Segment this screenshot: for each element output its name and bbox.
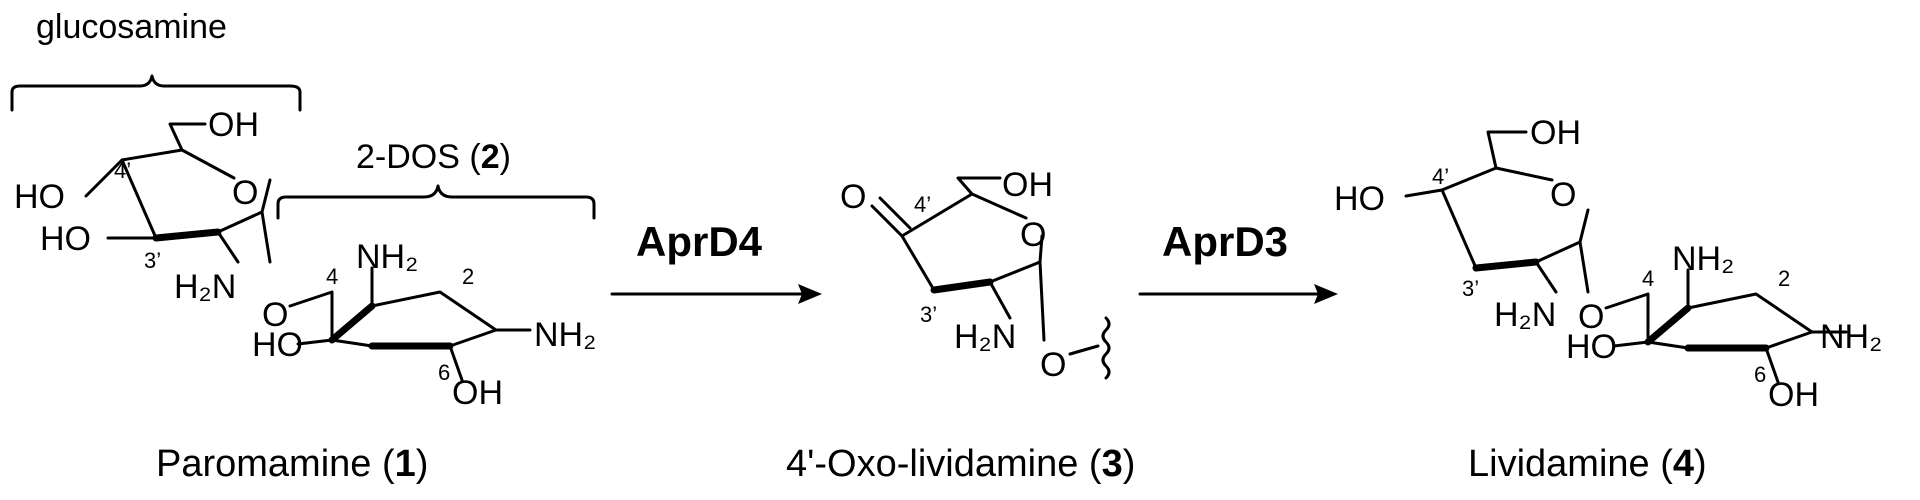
dos-ring-front-bond — [328, 302, 454, 350]
lividamine-position-6: 6 — [1754, 362, 1766, 387]
lividamine-nh2-right: NH₂ — [1820, 318, 1882, 356]
ketone-double-bond — [870, 196, 912, 238]
lividamine-nh2-top: NH₂ — [1672, 240, 1734, 278]
lividamine-dos-front-bond — [1644, 304, 1770, 352]
arrow-1-head — [798, 284, 822, 304]
lividamine-glycosidic-oxygen: O — [1578, 298, 1604, 336]
position-6: 6 — [438, 360, 450, 385]
dos-substituent-bonds — [296, 266, 532, 382]
compound-4-caption: Lividamine (4) — [1468, 443, 1707, 485]
reaction-arrow-2: AprD3 — [1138, 218, 1338, 304]
lividamine-ho-4prime: HO — [1334, 180, 1385, 218]
dos-oh-bottom: OH — [452, 374, 503, 412]
oxo-lividamine-structure: O OH O H₂N O 4’ 3’ 4'-Oxo-lividamine (3) — [786, 166, 1135, 485]
glucosamine-ho-4prime: HO — [14, 178, 65, 216]
oxo-position-3prime: 3’ — [920, 302, 937, 327]
glycosidic-oxygen: O — [262, 296, 288, 334]
compound-1-caption: Paromamine (1) — [156, 443, 428, 485]
dos-ring — [288, 290, 498, 348]
lividamine-dos-ring — [1604, 292, 1814, 350]
lividamine-sugar-substituent-bonds — [1404, 188, 1590, 294]
lividamine-oh-bottom: OH — [1768, 376, 1819, 414]
reaction-arrow-1: AprD4 — [610, 218, 822, 304]
dos-nh2-right: NH₂ — [534, 316, 596, 354]
position-2: 2 — [462, 264, 474, 289]
oxo-oh: OH — [1002, 166, 1053, 204]
lividamine-sugar-front-bond — [1472, 258, 1540, 272]
enzyme-aprd3-label: AprD3 — [1162, 218, 1288, 265]
position-4prime: 4’ — [114, 158, 131, 183]
glucosamine-label: glucosamine — [36, 8, 227, 46]
oxo-glycosidic-oxygen: O — [1040, 346, 1066, 384]
wavy-attachment-bond — [1101, 316, 1111, 380]
lividamine-position-2: 2 — [1778, 266, 1790, 291]
lividamine-oh-top: OH — [1530, 114, 1581, 152]
lividamine-position-4: 4 — [1642, 266, 1654, 291]
oxo-ring-front-bond — [930, 278, 994, 294]
oxo-h2n: H₂N — [954, 318, 1016, 356]
lividamine-ring-oxygen: O — [1550, 176, 1576, 214]
position-4: 4 — [326, 264, 338, 289]
lividamine-ho-left: HO — [1566, 328, 1617, 366]
oxo-substituent-bonds — [988, 260, 1100, 356]
lividamine-h2n: H₂N — [1494, 296, 1556, 334]
lividamine-position-4prime: 4’ — [1432, 164, 1449, 189]
glucosamine-ring-front-bond — [152, 228, 222, 242]
glucosamine-substituent-bonds — [84, 158, 272, 264]
arrow-2-head — [1314, 284, 1338, 304]
dos-ho-left: HO — [252, 326, 303, 364]
lividamine-dos-substituent-bonds — [1612, 268, 1848, 384]
dos-bracket — [276, 184, 596, 220]
position-3prime: 3’ — [144, 248, 161, 273]
glucosamine-oh-6prime: OH — [208, 106, 259, 144]
compound-3-caption: 4'-Oxo-lividamine (3) — [786, 443, 1135, 485]
lividamine-position-3prime: 3’ — [1462, 276, 1479, 301]
dos-label: 2-DOS (2) — [356, 138, 511, 176]
ketone-oxygen: O — [840, 178, 866, 216]
glucosamine-bracket — [10, 74, 302, 112]
oxo-position-4prime: 4’ — [914, 192, 931, 217]
paromamine-structure: glucosamine 2-DOS (2) O OH HO HO H₂N 4’ … — [10, 8, 596, 485]
enzyme-aprd4-label: AprD4 — [636, 218, 763, 265]
glucosamine-ring-oxygen: O — [232, 174, 258, 212]
oxo-ring-oxygen: O — [1020, 216, 1046, 254]
glucosamine-ho-3prime: HO — [40, 220, 91, 258]
dos-nh2-top: NH₂ — [356, 238, 418, 276]
glucosamine-h2n: H₂N — [174, 268, 236, 306]
lividamine-structure: OH O HO H₂N 4’ 3’ O NH₂ NH₂ HO OH 4 2 6 … — [1334, 114, 1882, 485]
